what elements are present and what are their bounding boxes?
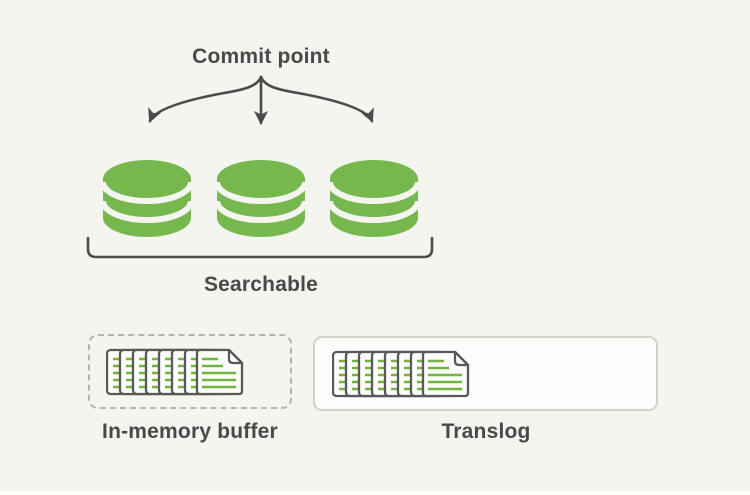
in-memory-buffer-box: [88, 334, 292, 409]
document-stack-icon: [106, 348, 244, 396]
arrow-right: [259, 75, 374, 123]
database-cylinder-icon: [217, 160, 305, 237]
commit-point-label: Commit point: [192, 45, 330, 68]
translog-box: [313, 336, 658, 411]
searchable-label: Searchable: [203, 273, 319, 296]
database-cylinder-icon: [103, 160, 191, 237]
database-cylinder-icon: [330, 160, 418, 237]
bracket-icon: [86, 236, 434, 259]
bottom-edge-strip: [0, 491, 750, 495]
segments-group: [100, 160, 420, 238]
translog-label: Translog: [441, 420, 531, 443]
fanout-arrows-icon: [148, 75, 374, 125]
document-stack-icon: [332, 350, 470, 398]
arrow-left: [148, 75, 263, 123]
in-memory-buffer-label: In-memory buffer: [102, 420, 278, 443]
